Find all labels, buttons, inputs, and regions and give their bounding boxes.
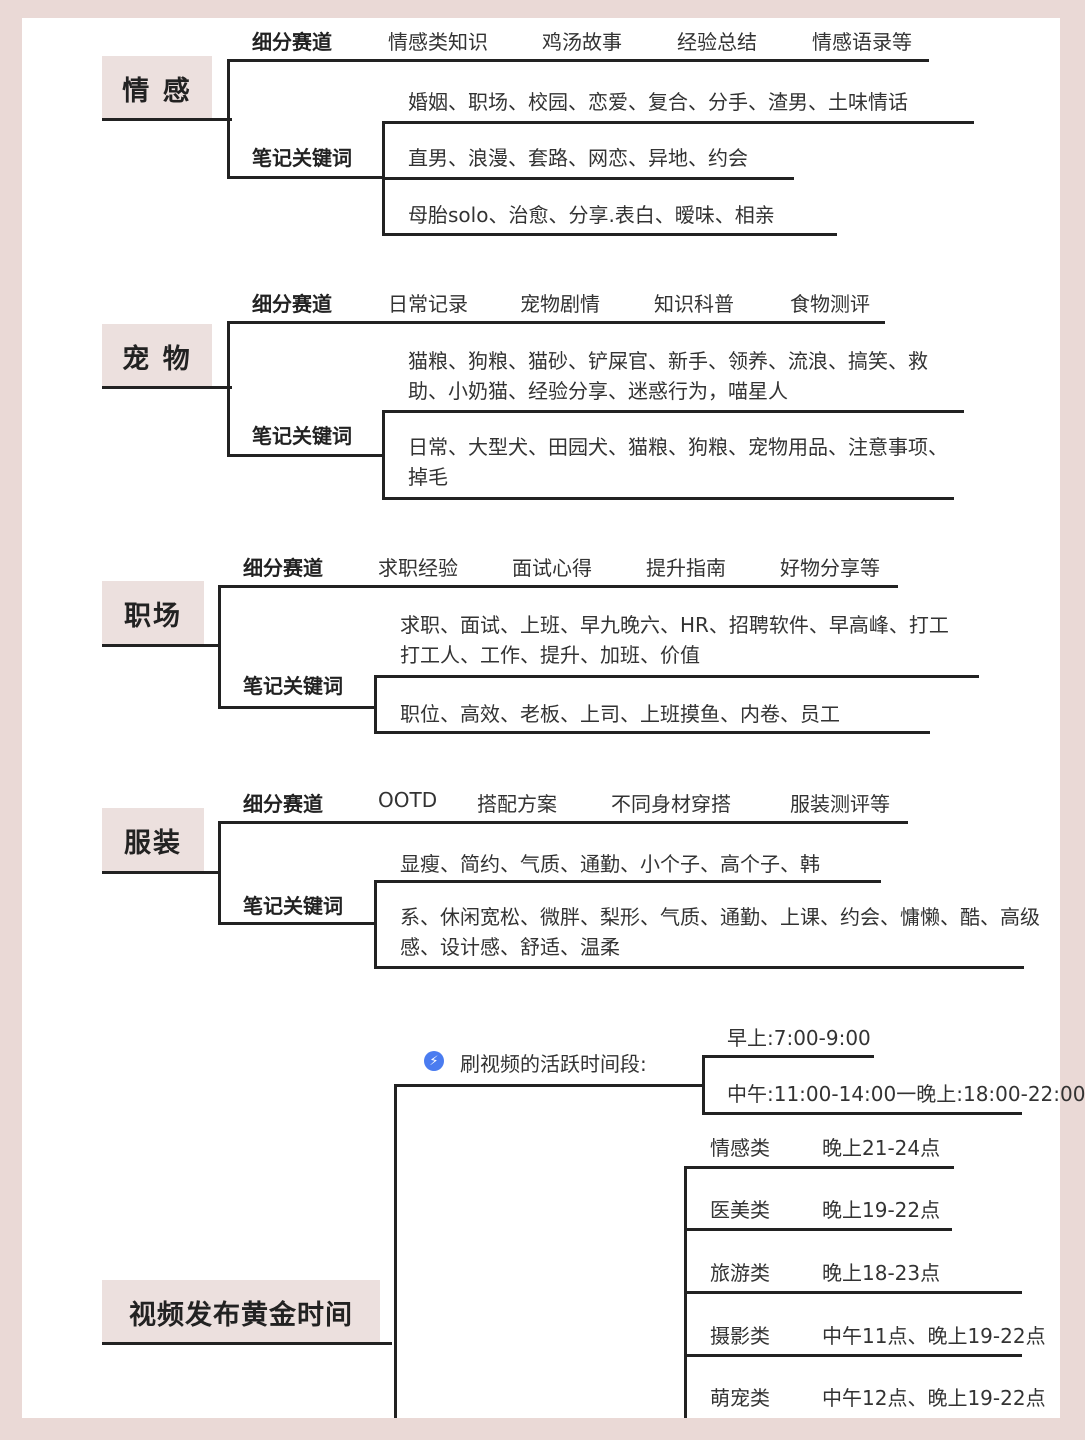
branch-line bbox=[382, 410, 385, 500]
branch-line bbox=[394, 1084, 704, 1087]
track-item: 不同身材穿搭 bbox=[611, 792, 731, 816]
branch-line bbox=[702, 1055, 874, 1058]
golden-time: 晚上19-22点 bbox=[822, 1198, 941, 1222]
keyword-line: 直男、浪漫、套路、网恋、异地、约会 bbox=[408, 146, 748, 170]
branch-line bbox=[702, 1055, 705, 1115]
category-label: 视频发布黄金时间 bbox=[102, 1280, 380, 1344]
track-label: 细分赛道 bbox=[243, 792, 323, 816]
track-label: 细分赛道 bbox=[252, 292, 332, 316]
track-item: 食物测评 bbox=[790, 292, 870, 316]
branch-line bbox=[374, 731, 930, 734]
track-item: 服装测评等 bbox=[790, 792, 890, 816]
branch-line bbox=[374, 880, 377, 969]
lightning-icon: ⚡ bbox=[424, 1051, 444, 1071]
underline bbox=[102, 386, 232, 389]
keyword-line: 猫粮、狗粮、猫砂、铲屎官、新手、领养、流浪、搞笑、救助、小奶猫、经验分享、迷惑行… bbox=[408, 349, 928, 403]
branch-line bbox=[374, 880, 881, 883]
keyword-line: 求职、面试、上班、早九晚六、HR、招聘软件、早高峰、打工打工人、工作、提升、加班… bbox=[400, 613, 949, 667]
track-item: 宠物剧情 bbox=[520, 292, 600, 316]
branch-line bbox=[218, 922, 376, 925]
track-item: 情感类知识 bbox=[388, 30, 488, 54]
branch-line bbox=[382, 497, 954, 500]
track-label: 细分赛道 bbox=[252, 30, 332, 54]
branch-line bbox=[382, 177, 794, 180]
branch-line bbox=[218, 821, 908, 824]
branch-line bbox=[227, 321, 885, 324]
golden-time: 中午12点、晚上19-22点 bbox=[822, 1386, 1046, 1410]
golden-time: 中午11点、晚上19-22点 bbox=[822, 1324, 1046, 1348]
underline bbox=[102, 644, 220, 647]
golden-time: 晚上18-23点 bbox=[822, 1261, 941, 1285]
branch-line bbox=[684, 1228, 952, 1231]
track-item: 面试心得 bbox=[512, 556, 592, 580]
keyword-label: 笔记关键词 bbox=[243, 894, 343, 918]
underline bbox=[102, 1342, 392, 1345]
branch-line bbox=[227, 321, 230, 457]
track-item: 日常记录 bbox=[388, 292, 468, 316]
keyword-label: 笔记关键词 bbox=[243, 674, 343, 698]
track-item: OOTD bbox=[378, 788, 438, 812]
keyword-label: 笔记关键词 bbox=[252, 424, 352, 448]
category-label: 职场 bbox=[102, 581, 204, 645]
golden-category: 医美类 bbox=[710, 1198, 770, 1222]
track-label: 细分赛道 bbox=[243, 556, 323, 580]
track-item: 提升指南 bbox=[646, 556, 726, 580]
track-item: 好物分享等 bbox=[780, 556, 880, 580]
branch-line bbox=[227, 454, 385, 457]
branch-line bbox=[684, 1291, 1022, 1294]
keyword-line: 显瘦、简约、气质、通勤、小个子、高个子、韩 bbox=[400, 852, 820, 876]
branch-line bbox=[218, 706, 376, 709]
keyword-line: 婚姻、职场、校园、恋爱、复合、分手、渣男、土味情话 bbox=[408, 90, 908, 114]
category-label: 服装 bbox=[102, 808, 204, 872]
keyword-label: 笔记关键词 bbox=[252, 146, 352, 170]
track-item: 经验总结 bbox=[677, 30, 757, 54]
branch-line bbox=[684, 1166, 954, 1169]
track-item: 情感语录等 bbox=[812, 30, 912, 54]
branch-line bbox=[702, 1112, 1022, 1115]
golden-category: 情感类 bbox=[710, 1136, 770, 1160]
branch-line bbox=[382, 410, 964, 413]
branch-line bbox=[382, 121, 974, 124]
golden-category: 萌宠类 bbox=[710, 1386, 770, 1410]
branch-line bbox=[227, 59, 230, 179]
track-item: 鸡汤故事 bbox=[542, 30, 622, 54]
branch-line bbox=[227, 176, 385, 179]
golden-time: 晚上21-24点 bbox=[822, 1136, 941, 1160]
active-time: 早上:7:00-9:00 bbox=[727, 1026, 871, 1050]
branch-line bbox=[684, 1354, 1022, 1357]
branch-line bbox=[382, 233, 837, 236]
branch-line bbox=[227, 59, 929, 62]
branch-line bbox=[374, 966, 1024, 969]
branch-line bbox=[218, 585, 221, 709]
track-item: 搭配方案 bbox=[477, 792, 557, 816]
golden-category: 旅游类 bbox=[710, 1261, 770, 1285]
active-time-label: 刷视频的活跃时间段: bbox=[460, 1052, 647, 1076]
golden-category: 摄影类 bbox=[710, 1324, 770, 1348]
track-item: 求职经验 bbox=[378, 556, 458, 580]
branch-line bbox=[394, 1084, 397, 1418]
keyword-line: 职位、高效、老板、上司、上班摸鱼、内卷、员工 bbox=[400, 702, 840, 726]
underline bbox=[102, 118, 232, 121]
track-item: 知识科普 bbox=[654, 292, 734, 316]
category-label: 宠 物 bbox=[102, 324, 212, 388]
branch-line bbox=[374, 675, 979, 678]
keyword-line: 系、休闲宽松、微胖、梨形、气质、通勤、上课、约会、慵懒、酷、高级感、设计感、舒适… bbox=[400, 905, 1040, 959]
underline bbox=[102, 871, 220, 874]
mindmap-canvas: 情 感 细分赛道 情感类知识 鸡汤故事 经验总结 情感语录等 笔记关键词 婚姻、… bbox=[22, 18, 1085, 1418]
category-label: 情 感 bbox=[102, 56, 212, 120]
branch-line bbox=[218, 585, 898, 588]
branch-line bbox=[218, 821, 221, 925]
keyword-line: 母胎solo、治愈、分享.表白、暧味、相亲 bbox=[408, 203, 775, 227]
keyword-line: 日常、大型犬、田园犬、猫粮、狗粮、宠物用品、注意事项、掉毛 bbox=[408, 435, 948, 489]
active-time: 中午:11:00-14:00一晚上:18:00-22:00 bbox=[727, 1082, 1085, 1106]
branch-line bbox=[374, 675, 377, 733]
